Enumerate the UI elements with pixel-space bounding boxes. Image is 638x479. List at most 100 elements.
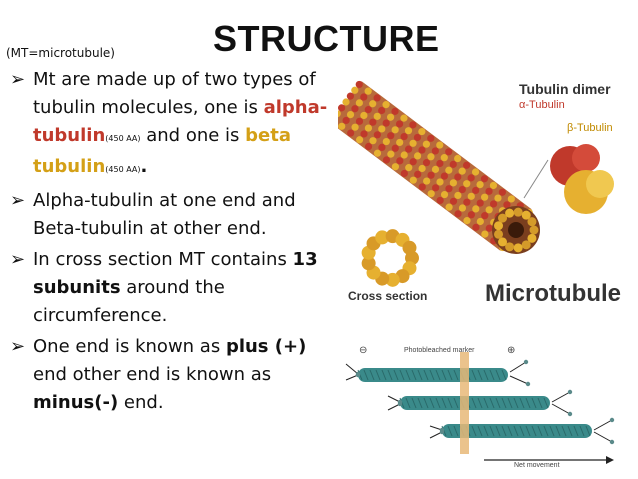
tubulin-subunit (346, 92, 355, 100)
tubulin-subunit (418, 183, 426, 191)
monomer-arrow (509, 361, 527, 373)
monomer-arrow (345, 363, 359, 375)
tubulin-subunit (418, 164, 426, 173)
tubulin-subunit (364, 124, 373, 132)
tubulin-subunit (369, 137, 377, 145)
filament-stripe (369, 369, 375, 381)
filament-stripe (489, 369, 495, 381)
tubulin-subunit (337, 104, 346, 112)
tubulin-subunit (489, 181, 498, 190)
treadmilling-illustration (345, 352, 615, 464)
filament-stripe (507, 425, 513, 437)
tubulin-subunit (413, 133, 422, 142)
monomer-dot (609, 439, 615, 445)
filament-stripe (513, 397, 519, 409)
filament-stripe (375, 369, 381, 381)
filament-stripe (417, 369, 423, 381)
cross-section-subunit (385, 272, 400, 287)
tubulin-subunit (485, 224, 493, 232)
tubulin-subunit (454, 173, 462, 181)
tubulin-subunit (391, 126, 399, 134)
tubulin-subunit (342, 116, 350, 125)
filament-stripe (447, 425, 453, 437)
bullet-item: ➢In cross section MT contains 13 subunit… (10, 246, 332, 330)
filament-stripe (411, 397, 417, 409)
monomer-arrow (551, 391, 571, 403)
open-end-subunit (505, 242, 515, 252)
filament-stripe (555, 425, 561, 437)
open-end-subunit (498, 237, 508, 247)
filament-stripe (489, 397, 495, 409)
filament-stripe (429, 369, 435, 381)
slide-title: STRUCTURE (213, 18, 440, 59)
monomer-dot (355, 372, 361, 378)
bullet-text-normal: and one is (140, 125, 246, 146)
beta-tubulin-blob-detail (586, 170, 614, 198)
bullet-text-beta: beta tubulin (33, 125, 291, 177)
filament-stripe (429, 397, 435, 409)
microtubule-figure: Tubulin dimer α-Tubulin β-Tubulin Cross … (329, 80, 634, 308)
monomer-dot (567, 389, 573, 395)
filament-stripe (435, 397, 441, 409)
tubulin-subunit (404, 127, 413, 135)
cross-section-subunit (375, 230, 390, 245)
filament-stripe (537, 397, 543, 409)
tubulin-subunit (373, 131, 381, 139)
bullet-text-bold: plus (+) (225, 336, 307, 357)
bullet-item: ➢One end is known as plus (+) end other … (10, 333, 332, 417)
tubulin-subunit (396, 138, 404, 147)
tubulin-subunit (440, 190, 449, 199)
monomer-dot (609, 417, 615, 423)
filament-stripe (411, 369, 417, 381)
tubulin-subunit (427, 134, 435, 142)
filament-stripe (483, 369, 489, 381)
open-end-subunit (521, 210, 531, 220)
filament-stripe (501, 425, 507, 437)
filament-stripe (423, 397, 429, 409)
filament-stripe (573, 425, 579, 437)
tubulin-subunit (463, 198, 471, 206)
tubulin-subunit (494, 194, 502, 202)
tubulin-subunit (423, 177, 431, 185)
filament-stripe (405, 397, 411, 409)
photobleached-marker-label: Photobleached marker (404, 347, 475, 354)
filament-stripe (477, 425, 483, 437)
filament-stripe (435, 369, 441, 381)
tubulin-subunit (387, 132, 395, 140)
open-end-subunit (498, 213, 508, 223)
tubulin-subunit (449, 160, 457, 168)
tubulin-subunit (387, 150, 395, 158)
microtubule-label: Microtubule (485, 280, 621, 307)
tubulin-subunit (472, 205, 480, 213)
filament-stripe (441, 425, 447, 437)
arrow-bullet-icon: ➢ (10, 190, 26, 211)
tubulin-subunit (360, 130, 368, 138)
tubulin-subunit (418, 146, 426, 154)
filament-stripe (471, 425, 477, 437)
tubulin-subunit (507, 195, 515, 203)
abbreviation-note: (MT=microtubule) (6, 46, 115, 60)
tubulin-subunit (400, 114, 408, 122)
tubulin-subunit (391, 144, 399, 152)
photobleached-marker-band (460, 352, 469, 454)
tubulin-subunit (431, 147, 439, 155)
tubulin-subunit (373, 149, 382, 157)
monomer-arrow (387, 395, 401, 403)
tubulin-subunit (364, 142, 373, 151)
cross-section-subunit (361, 256, 376, 271)
tubulin-subunit (351, 105, 359, 113)
tubulin-subunit (427, 153, 435, 161)
filament-stripe (477, 369, 483, 381)
tubulin-subunit (454, 210, 462, 218)
tubulin-subunit (436, 196, 444, 205)
tubulin-subunit (481, 230, 489, 238)
filament-stripe (543, 425, 549, 437)
minus-end-symbol: ⊖ (359, 345, 368, 356)
tubulin-subunit (413, 152, 422, 160)
tubulin-subunit (431, 165, 440, 173)
tubulin-subunit (395, 120, 404, 128)
bullet-text-normal: Mt are made up of two types of tubulin m… (33, 69, 316, 118)
tubulin-subunit (356, 136, 364, 144)
filament-stripe (441, 369, 447, 381)
filament-stripe (585, 425, 591, 437)
